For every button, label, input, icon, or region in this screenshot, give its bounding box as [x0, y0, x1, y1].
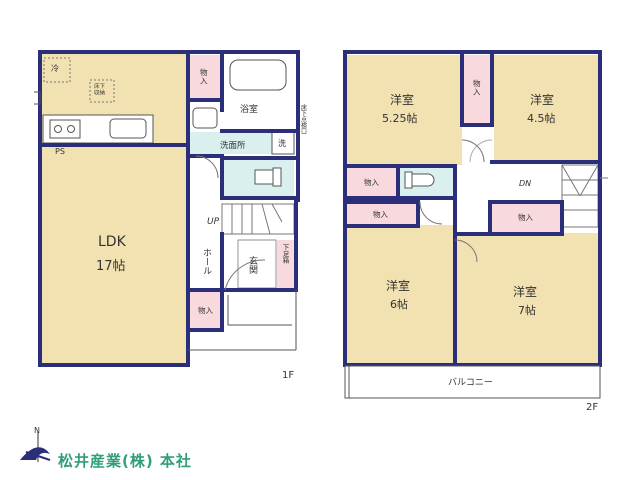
fridge-label: 冷: [51, 63, 59, 73]
floor-2f: 洋室 5.25帖 洋室 4.5帖 物入 物入 物入 物入 DN 洋室 6帖 洋室…: [343, 50, 608, 413]
room1-area: [347, 55, 462, 165]
closet-b-2f: [347, 203, 417, 225]
ldk-name-label: LDK: [98, 234, 127, 250]
compass-icon: N: [20, 426, 51, 462]
floor-1f: 冷 床下収納 PS LDK 17帖 物入 浴室 洗面所 洗 床下点検口 UP ホ…: [34, 50, 307, 381]
underfloor-storage-box: [89, 79, 115, 103]
balcony-label: バルコニー: [448, 377, 493, 388]
room3-name-label: 洋室: [386, 278, 410, 293]
ps-label: PS: [55, 147, 65, 156]
floor-1f-label: 1F: [282, 370, 294, 381]
room3-area: [347, 225, 454, 363]
entrance-area: [237, 239, 277, 289]
closet-a-2f: [347, 168, 397, 196]
closet-top-1f: [190, 55, 220, 99]
shoe-box-area: [277, 240, 294, 288]
room4-area: [456, 233, 598, 363]
balcony-area: [344, 365, 601, 399]
washbasin: [192, 107, 218, 129]
closet-top-2f-label: 物入: [473, 78, 481, 97]
brand-watermark: 松井産業(株) 本社: [58, 452, 192, 470]
closet-c-2f: [490, 203, 562, 233]
stove-icon: [49, 119, 81, 139]
compass-n-label: N: [34, 426, 40, 435]
room1-name-label: 洋室: [390, 92, 414, 107]
closet-bottom-1f: [190, 290, 222, 330]
room1-size-label: 5.25帖: [382, 112, 418, 125]
floor-2f-label: 2F: [586, 402, 598, 413]
room4-size-label: 7帖: [518, 304, 536, 317]
closet-top-2f: [463, 55, 491, 125]
ldk-area: [41, 53, 186, 364]
washroom-area: [190, 132, 272, 154]
wash-label: 洗: [278, 138, 286, 148]
toilet-icon-2f: [411, 173, 435, 187]
closet-b-2f-label: 物入: [373, 209, 388, 219]
underfloor-storage-label: 床下収納: [94, 82, 106, 96]
walls-1f: [38, 50, 300, 367]
shoe-box-label: 下足箱: [281, 244, 289, 265]
walls-2f: [343, 50, 602, 367]
fridge-box: [43, 57, 71, 83]
room2-area: [494, 55, 598, 161]
dn-label: DN: [519, 179, 531, 188]
room2-size-label: 4.5帖: [527, 112, 556, 125]
washroom-label: 洗面所: [220, 140, 246, 151]
stairs-1f: [221, 203, 295, 235]
porch-1f: [188, 290, 297, 351]
closet-top-1f-label: 物入: [200, 67, 208, 86]
underfloor-inspect-label: 床下点検口: [300, 103, 307, 135]
entrance-label: 玄関: [247, 255, 258, 275]
hall-label: ホール: [201, 248, 212, 275]
closet-bottom-1f-label: 物入: [198, 305, 213, 315]
room4-name-label: 洋室: [513, 284, 537, 299]
stairs-2f: [561, 164, 599, 228]
sink-icon: [109, 118, 147, 139]
room3-size-label: 6帖: [390, 298, 408, 311]
room2-name-label: 洋室: [530, 92, 554, 107]
closet-c-2f-label: 物入: [518, 212, 533, 222]
closet-a-2f-label: 物入: [364, 177, 379, 187]
bathtub: [229, 59, 287, 91]
bath-label: 浴室: [240, 103, 258, 115]
up-label: UP: [207, 217, 220, 227]
ldk-size-label: 17帖: [96, 259, 126, 274]
